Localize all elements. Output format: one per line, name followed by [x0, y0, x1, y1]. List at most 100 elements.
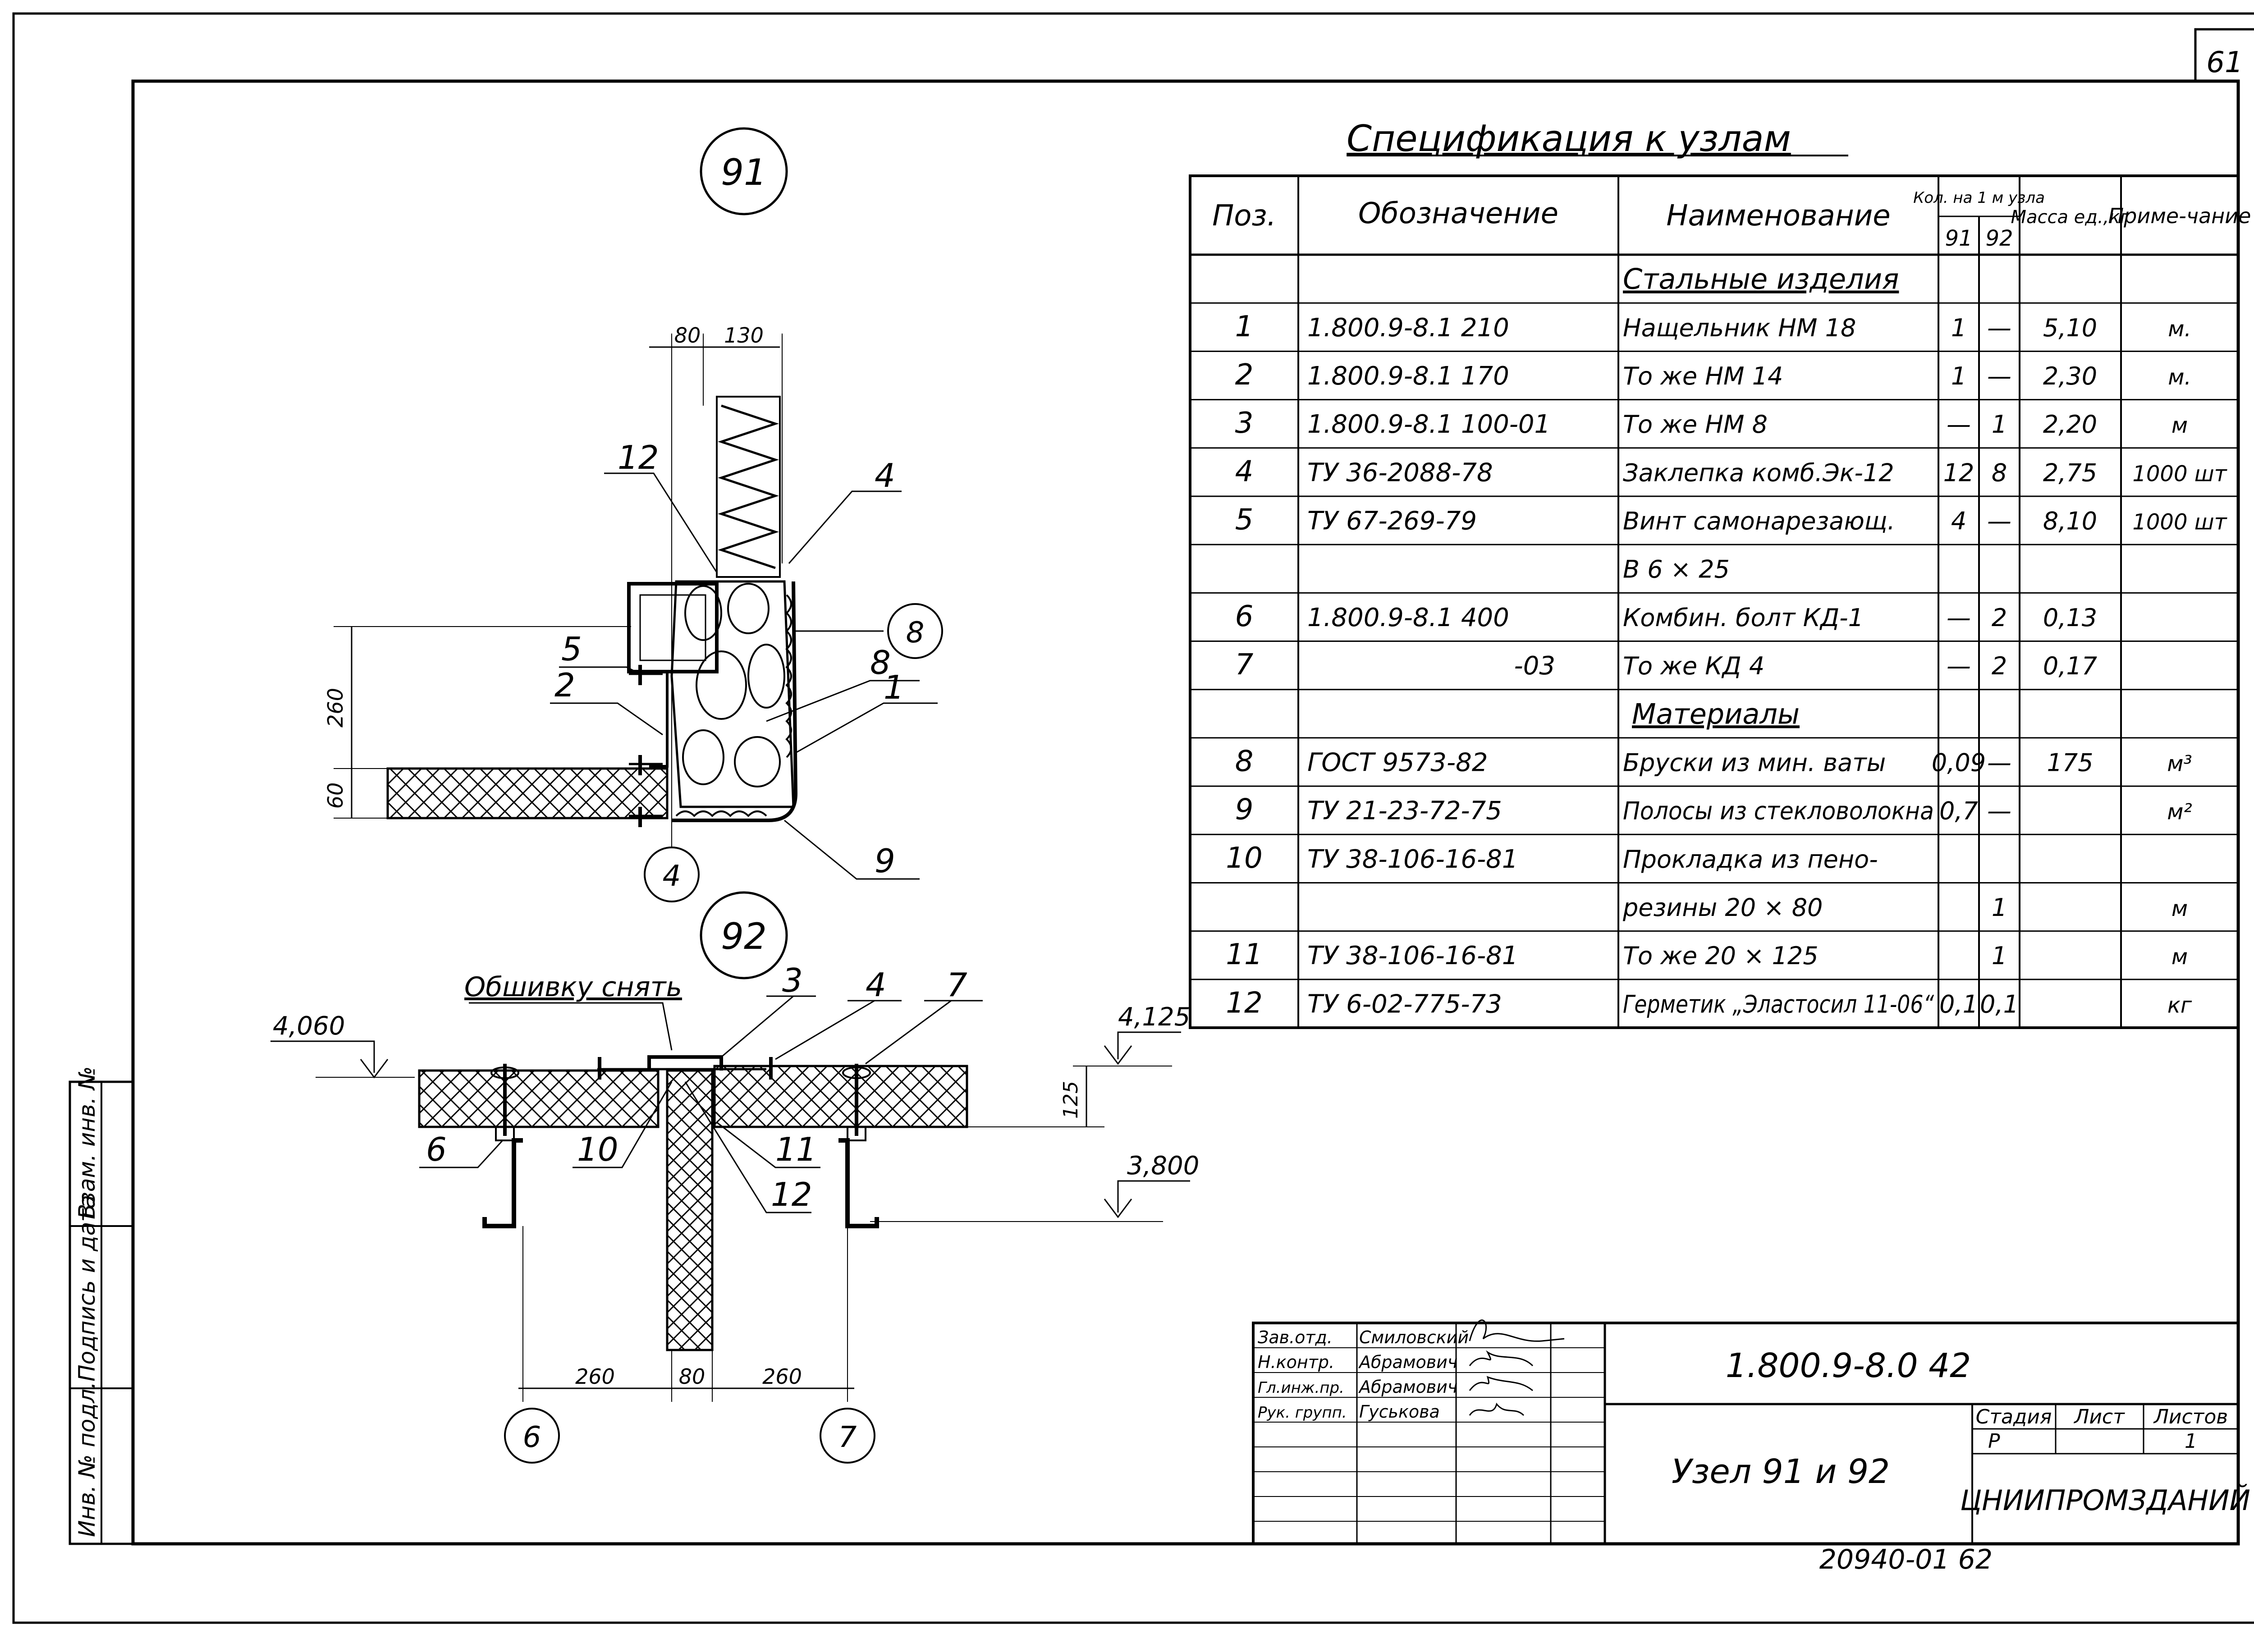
- spec-cell-pos: 3: [1235, 407, 1254, 440]
- panel-92-left: [418, 1069, 660, 1128]
- spec-cell-note: 1000 шт: [2132, 461, 2227, 486]
- spec-cell-des: ГОСТ 9573-82: [1307, 748, 1488, 777]
- wall-92: [666, 1069, 714, 1351]
- spec-cell-mass: 5,10: [2043, 314, 2097, 342]
- node-91-label-circle: [700, 127, 788, 215]
- spec-cell-des: ТУ 38-106-16-81: [1307, 941, 1518, 970]
- node-91-label: 91: [721, 151, 767, 193]
- hdr-designation: Обозначение: [1358, 197, 1558, 230]
- spec-cell-pos: 6: [1235, 600, 1254, 633]
- tb-sheets: 1: [2185, 1430, 2197, 1453]
- spec-cell-des: 1.800.9-8.1 170: [1307, 362, 1509, 391]
- callout-92-10: 10: [577, 1130, 618, 1168]
- axis-4-circle: [644, 847, 700, 902]
- title-block: Зав.отд. Н.контр. Гл.инж.пр. Рук. групп.…: [1252, 1319, 2250, 1545]
- spec-cell-note: м: [2172, 896, 2188, 921]
- tb-role-1: Н.контр.: [1258, 1352, 1334, 1372]
- hdr-qty: Кол. на 1 м узла: [1913, 189, 2045, 207]
- spec-cell-des: ТУ 6-02-775-73: [1307, 989, 1502, 1019]
- hdr-qty-91: 91: [1945, 226, 1972, 251]
- spec-cell-q92: 1: [1992, 942, 2007, 970]
- callout-92-4: 4: [866, 966, 886, 1004]
- callout-91-8b: 8: [870, 644, 891, 682]
- dim-80-mid: 80: [679, 1364, 706, 1389]
- spec-table: Спецификация к узлам Поз. Обозначение На…: [1189, 118, 2251, 1029]
- spec-cell-mass: 0,13: [2043, 604, 2097, 632]
- spec-cell-des: -03: [1514, 651, 1555, 681]
- spec-cell-pos: 5: [1235, 503, 1254, 537]
- dim-260-right: 260: [762, 1364, 802, 1389]
- spec-cell-q92: —: [1987, 362, 2011, 390]
- stamp-sign: Подпись и дата: [74, 1195, 100, 1382]
- spec-cell-pos: 2: [1235, 358, 1254, 392]
- tb-title: Узел 91 и 92: [1672, 1452, 1890, 1491]
- level-4060: 4,060: [273, 1011, 345, 1041]
- spec-cell-q92: 8: [1992, 458, 2007, 487]
- spec-cell-q91: 12: [1943, 458, 1975, 487]
- spec-cell-q91: 1: [1951, 362, 1966, 390]
- hdr-note: Приме-чание: [2108, 204, 2251, 228]
- tb-name-3: Гуськова: [1359, 1402, 1440, 1422]
- outer-border: [12, 12, 2254, 1624]
- level-4125: 4,125: [1118, 1002, 1190, 1032]
- spec-cell-note: м.: [2168, 365, 2191, 390]
- spec-title: Спецификация к узлам: [1347, 118, 1791, 160]
- signature-0: [1469, 1319, 1565, 1342]
- callout-91-1: 1: [884, 668, 904, 706]
- spec-cell-q92: 1: [1992, 410, 2007, 439]
- sheet-number-box: [2194, 28, 2254, 81]
- spec-cell-name: То же НМ 14: [1623, 362, 1783, 390]
- spec-cell-note: м²: [2167, 800, 2192, 825]
- signature-1: [1469, 1350, 1534, 1367]
- dim-260-91: 260: [323, 688, 348, 728]
- node-92-label: 92: [721, 915, 767, 957]
- spec-cell-q92: —: [1987, 748, 2011, 777]
- callout-92-12: 12: [771, 1176, 812, 1213]
- callout-92-3: 3: [782, 961, 803, 999]
- spec-cell-q91: 0,1: [1939, 990, 1978, 1018]
- stamp-inv: Инв. № подл.: [74, 1382, 100, 1537]
- spec-cell-pos: 4: [1235, 455, 1254, 488]
- level-3800: 3,800: [1127, 1151, 1199, 1181]
- spec-cell-note: м.: [2168, 316, 2191, 342]
- signature-3: [1469, 1402, 1525, 1416]
- tb-stage: Р: [1988, 1430, 2000, 1453]
- spec-cell-name: Нащельник НМ 18: [1623, 314, 1856, 342]
- panel-92-right: [713, 1065, 968, 1128]
- spec-cell-note: 1000 шт: [2132, 510, 2227, 535]
- signature-2: [1469, 1376, 1533, 1391]
- spec-cell-des: 1.800.9-8.1 100-01: [1307, 410, 1550, 439]
- axis-6-circle: [504, 1408, 560, 1464]
- spec-cell-name: Комбин. болт КД-1: [1623, 604, 1864, 632]
- spec-cell-q91: —: [1947, 604, 1971, 632]
- tb-name-1: Абрамович: [1358, 1352, 1457, 1372]
- spec-cell-mass: 2,20: [2043, 410, 2097, 439]
- purlin-left: [482, 1064, 523, 1228]
- note-remove-cladding: Обшивку снять: [464, 971, 682, 1003]
- spec-cell-q92: —: [1987, 797, 2011, 825]
- tb-name-0: Смиловский: [1359, 1327, 1469, 1347]
- spec-cell-q92: —: [1987, 507, 2011, 535]
- spec-cell-mass: 0,17: [2043, 652, 2097, 680]
- hdr-pos: Поз.: [1212, 199, 1276, 233]
- spec-cell-pos: 7: [1235, 648, 1254, 682]
- spec-cell-mass: 2,30: [2043, 362, 2097, 390]
- spec-cell-q91: 4: [1951, 507, 1966, 535]
- callout-91-2: 2: [554, 666, 575, 704]
- dim-125: 125: [1059, 1081, 1082, 1119]
- tb-role-3: Рук. групп.: [1258, 1404, 1347, 1422]
- dim-260-left: 260: [575, 1364, 615, 1389]
- spec-cell-des: ТУ 38-106-16-81: [1307, 845, 1518, 874]
- spec-cell-name: резины 20 × 80: [1622, 893, 1823, 922]
- spec-cell-note: кг: [2167, 993, 2192, 1018]
- spec-cell-q91: —: [1947, 652, 1971, 680]
- spec-cell-q91: —: [1947, 410, 1971, 439]
- side-stamp: Инв. № подл. Подпись и дата Взам. инв. №: [69, 1066, 134, 1545]
- spec-cell-des: ТУ 36-2088-78: [1307, 458, 1493, 487]
- section-materials: Материалы: [1632, 697, 1800, 730]
- callout-91-4: 4: [875, 457, 895, 494]
- axis-7-label: 7: [838, 1421, 857, 1454]
- spec-cell-name: Бруски из мин. ваты: [1623, 748, 1886, 777]
- dim-80-top: 80: [674, 323, 701, 348]
